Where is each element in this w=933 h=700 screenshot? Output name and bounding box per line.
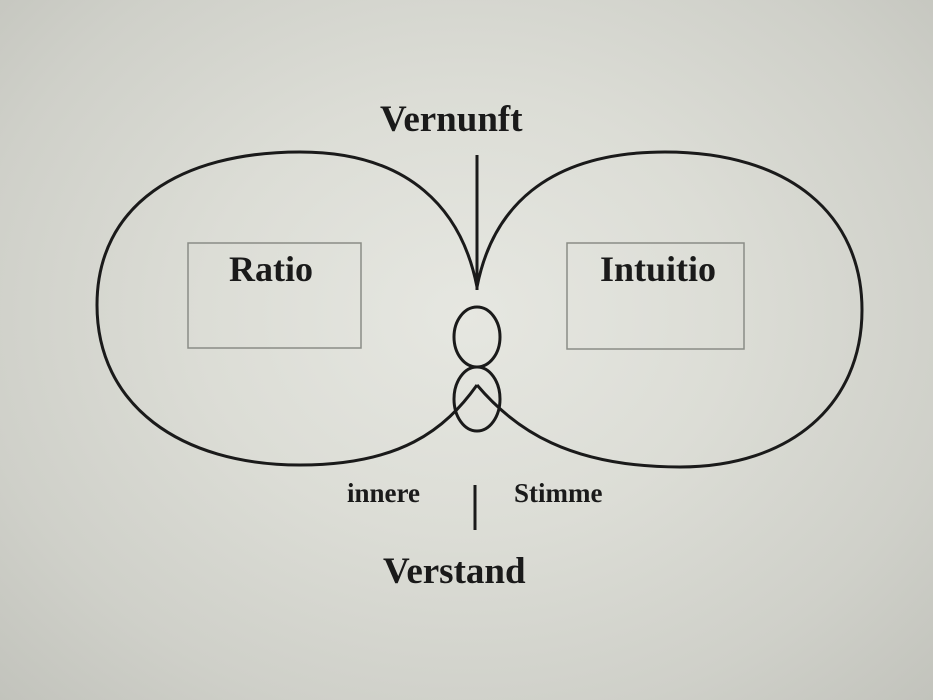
ratio-loop: [95, 150, 479, 467]
intuitio-loop: [475, 150, 864, 469]
stimme-label: Stimme: [514, 478, 603, 508]
lower-small-oval: [452, 365, 502, 433]
intuitio-label: Intuitio: [600, 249, 717, 289]
upper-small-oval: [452, 305, 502, 369]
innere-label: innere: [347, 478, 420, 508]
intuitio-box: [566, 242, 745, 350]
ratio-box: [187, 242, 362, 349]
vernunft-label: Vernunft: [380, 99, 523, 140]
verstand-label: Verstand: [383, 551, 526, 592]
ratio-label: Ratio: [229, 249, 313, 289]
